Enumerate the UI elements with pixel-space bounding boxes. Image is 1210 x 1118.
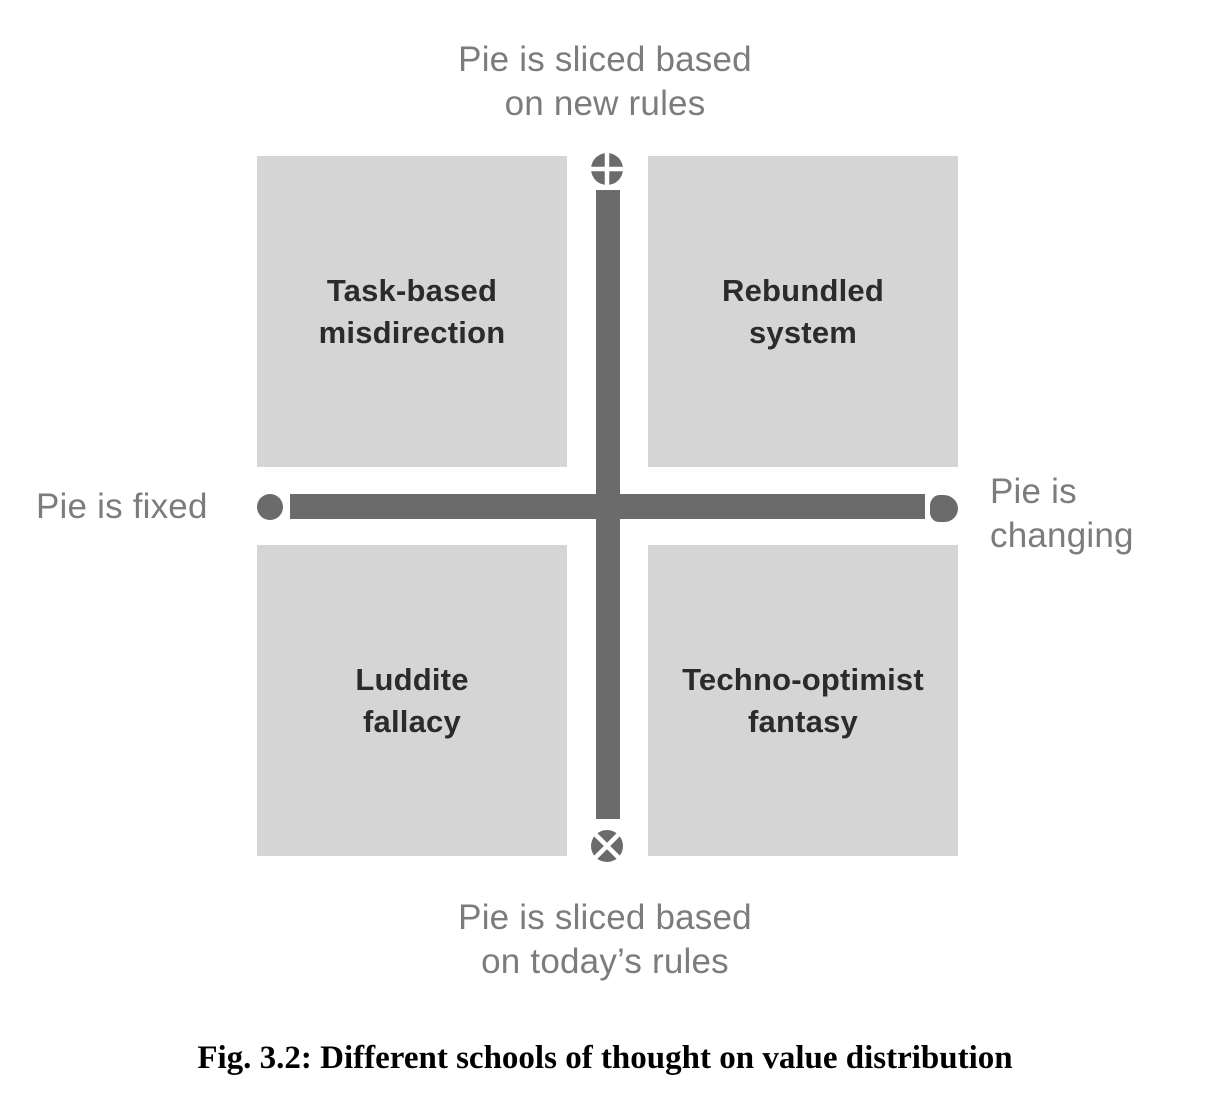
axis-label-bottom-line2: on today’s rules: [481, 942, 729, 981]
axis-label-top-line1: Pie is sliced based: [458, 40, 752, 79]
axis-label-top-line2: on new rules: [504, 84, 706, 123]
axis-label-right-line2: changing: [990, 516, 1134, 555]
quadrant-bottom-left: Luddite fallacy: [257, 545, 567, 856]
axis-label-left: Pie is fixed: [36, 487, 208, 526]
quadrant-top-right-label: Rebundled system: [722, 272, 884, 350]
quadrant-bottom-left-label: Luddite fallacy: [355, 661, 469, 739]
figure-caption: Fig. 3.2: Different schools of thought o…: [197, 1040, 1013, 1076]
axis-label-right: Pie is changing: [990, 470, 1134, 558]
fixed-pie-dot-icon: [257, 494, 283, 520]
horizontal-axis-bar: [290, 494, 925, 519]
pie-sliced-x-icon: [591, 830, 623, 862]
axis-label-bottom-line1: Pie is sliced based: [458, 898, 752, 937]
axis-label-bottom: Pie is sliced based on today’s rules: [0, 896, 1210, 984]
quadrant-top-left: Task-based misdirection: [257, 156, 567, 467]
pie-sliced-plus-icon: [591, 153, 623, 185]
quadrant-top-right: Rebundled system: [648, 156, 958, 467]
axis-label-right-line1: Pie is: [990, 472, 1077, 511]
quadrant-top-left-label: Task-based misdirection: [318, 272, 506, 350]
changing-pie-blob-icon: [930, 495, 958, 522]
quadrant-bottom-right: Techno-optimist fantasy: [648, 545, 958, 856]
quadrant-bottom-right-label: Techno-optimist fantasy: [682, 661, 924, 739]
axis-label-top: Pie is sliced based on new rules: [0, 38, 1210, 126]
